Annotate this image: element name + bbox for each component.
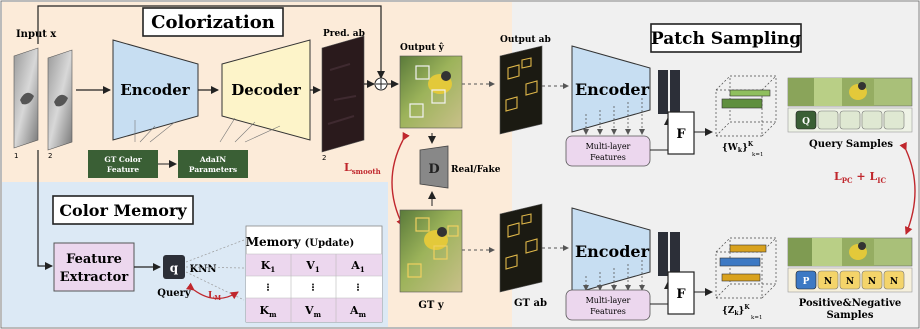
n-chip-label-2: N xyxy=(846,277,854,287)
pred-ab-index: 2 xyxy=(322,154,326,162)
output-image xyxy=(399,55,463,129)
color-memory-title: Color Memory xyxy=(59,201,187,220)
mlf-bottom-line2: Features xyxy=(590,307,626,316)
z-set-label: {Zk}K xyxy=(722,304,750,317)
gt-color-feature-line2: Feature xyxy=(107,165,139,174)
memory-cell-r2-c1: ⁝ xyxy=(266,281,270,294)
loss-pc-ic-label: LPC + LIC xyxy=(834,170,886,185)
colorization-decoder-label: Decoder xyxy=(231,81,302,99)
input-index-2: 2 xyxy=(48,152,52,160)
gt-ab-map xyxy=(499,203,543,293)
discriminator xyxy=(419,145,449,189)
output-y-label: Output ŷ xyxy=(400,42,445,53)
patch-encoder-top-label: Encoder xyxy=(575,80,650,99)
gt-image xyxy=(399,209,463,293)
colorization-decoder xyxy=(221,39,311,141)
z-set-limit: k=1 xyxy=(751,315,762,321)
query-chips xyxy=(795,110,905,130)
q-chip-label: Q xyxy=(802,117,810,127)
input-image-stack xyxy=(13,47,73,151)
posneg-line1: Positive&Negative xyxy=(799,298,902,309)
patch-encoder-top xyxy=(571,45,651,133)
query-label: Query xyxy=(157,288,192,299)
feature-extractor-box xyxy=(53,242,135,292)
input-x-label: Input x xyxy=(16,29,57,40)
memory-cell-r1-c1: K1 xyxy=(261,259,276,274)
p-chip-label: P xyxy=(803,277,810,287)
f-block-bottom xyxy=(658,232,695,315)
pred-ab-label: Pred. ab xyxy=(323,29,365,39)
multi-layer-features-bottom xyxy=(565,289,651,321)
f-block-top xyxy=(658,70,695,155)
adain-line1: AdaIN xyxy=(199,155,226,164)
color-memory-title-box xyxy=(52,195,194,225)
mlf-top-line1: Multi-layer xyxy=(586,142,631,151)
n-chip-label-3: N xyxy=(868,277,876,287)
output-ab-label: Output ab xyxy=(500,35,551,45)
gt-ab-label: GT ab xyxy=(514,298,547,309)
multi-layer-features-top xyxy=(565,135,651,167)
w-set-limit: k=1 xyxy=(752,152,763,158)
memory-cell-r1-c3: A1 xyxy=(350,259,365,274)
posneg-chips xyxy=(795,270,905,290)
memory-cell-r3-c2: Vm xyxy=(304,304,322,319)
patch-encoder-bottom-label: Encoder xyxy=(575,242,650,261)
patch-encoder-bottom xyxy=(571,207,651,295)
query-sample-strip xyxy=(787,77,913,107)
adain-parameters-box xyxy=(178,150,248,178)
memory-cell-r2-c3: ⁝ xyxy=(356,281,360,294)
patch-sampling-title: Patch Sampling xyxy=(651,29,801,49)
query-token-label: q xyxy=(170,261,179,275)
n-chip-label-1: N xyxy=(824,277,832,287)
l-m-label: LM xyxy=(208,291,221,302)
query-samples-label: Query Samples xyxy=(809,139,893,150)
adain-line2: Parameters xyxy=(189,165,237,174)
feature-extractor-line1: Feature xyxy=(66,252,122,267)
knn-label: KNN xyxy=(190,264,217,275)
colorization-encoder xyxy=(112,39,199,141)
gt-color-feature-line1: GT Color xyxy=(104,155,142,164)
w-set-label: {Wk}K xyxy=(722,141,754,154)
mlf-top-line2: Features xyxy=(590,153,626,162)
colorization-encoder-label: Encoder xyxy=(120,81,191,99)
gt-color-feature-box xyxy=(88,150,158,178)
real-fake-label: Real/Fake xyxy=(451,165,501,175)
patch-sampling-title-box xyxy=(650,23,802,53)
l-smooth-label: Lsmooth xyxy=(344,161,381,176)
memory-cell-r1-c2: V1 xyxy=(305,259,320,274)
f-bottom-label: F xyxy=(676,287,686,302)
pred-ab-map xyxy=(321,35,365,153)
posneg-line2: Samples xyxy=(826,310,873,321)
colorization-title-box xyxy=(142,7,284,37)
n-chip-label-4: N xyxy=(890,277,898,287)
output-ab-map xyxy=(499,45,543,135)
memory-cell-r3-c1: Km xyxy=(260,304,278,319)
feature-extractor-line2: Extractor xyxy=(60,270,129,285)
memory-cell-r2-c2: ⁝ xyxy=(311,281,315,294)
f-top-label: F xyxy=(676,127,686,142)
colorization-title: Colorization xyxy=(151,12,275,33)
memory-title: Memory(Update) xyxy=(246,235,355,249)
query-token xyxy=(163,255,185,279)
posneg-sample-strip xyxy=(787,237,913,267)
memory-cell-r3-c3: Am xyxy=(349,304,367,319)
memory-table xyxy=(245,225,383,323)
discriminator-label: D xyxy=(428,162,439,177)
input-index-1: 1 xyxy=(14,152,18,160)
gt-y-label: GT y xyxy=(418,300,444,311)
mlf-bottom-line1: Multi-layer xyxy=(586,296,631,305)
